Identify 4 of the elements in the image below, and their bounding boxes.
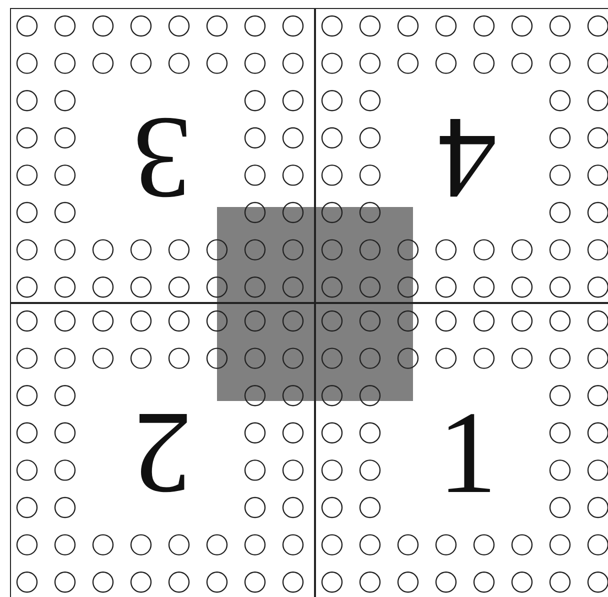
quadrant-number: 2 <box>133 394 192 512</box>
quadrant-number: 4 <box>438 99 497 217</box>
quadrant-number: 1 <box>438 394 497 512</box>
quadrant-number: 3 <box>133 99 192 217</box>
